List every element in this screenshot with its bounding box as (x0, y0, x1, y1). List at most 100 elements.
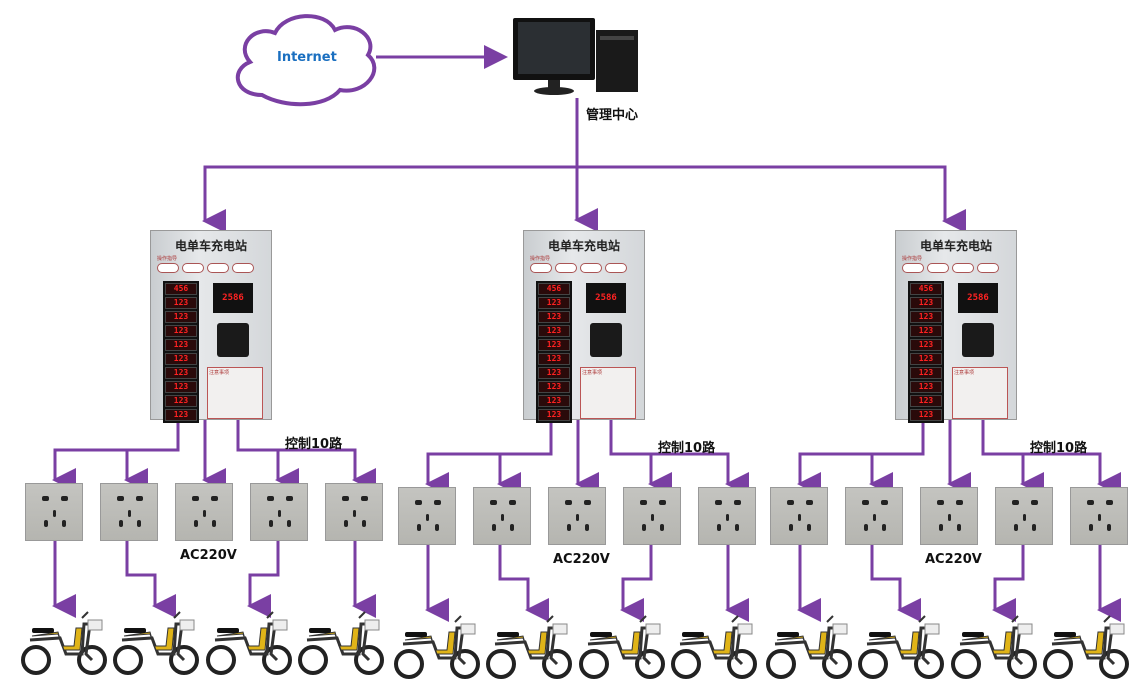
power-socket (473, 487, 531, 545)
operation-flow (530, 263, 627, 273)
socket-hole (434, 500, 441, 505)
electric-bike-icon (950, 614, 1038, 680)
notice-panel: 注意事项 (952, 367, 1008, 419)
socket-hole (651, 514, 654, 521)
socket-hole (128, 510, 131, 517)
wire (125, 541, 176, 618)
port-display: 123 (538, 325, 570, 337)
socket-hole (881, 500, 888, 505)
station-title: 电单车充电站 (174, 239, 247, 253)
socket-hole (939, 524, 943, 531)
wire (620, 545, 653, 622)
socket-hole (807, 524, 811, 531)
wire (609, 420, 749, 496)
port-display: 123 (165, 353, 197, 365)
flow-step (927, 263, 949, 273)
port-display: 123 (165, 395, 197, 407)
socket-hole (509, 500, 516, 505)
flow-step (977, 263, 999, 273)
socket-hole (1087, 500, 1094, 505)
station-title: 电单车充电站 (919, 239, 992, 253)
socket-hole (640, 500, 647, 505)
socket-hole (353, 510, 356, 517)
socket-hole (576, 514, 579, 521)
power-socket (25, 483, 83, 541)
socket-hole (956, 500, 963, 505)
meter-display: 2586 (958, 283, 998, 313)
socket-hole (501, 514, 504, 521)
socket-hole (862, 500, 869, 505)
socket-hole (361, 496, 368, 501)
flow-step (580, 263, 602, 273)
meter-display: 2586 (213, 283, 253, 313)
port-display: 123 (165, 325, 197, 337)
socket-hole (510, 524, 514, 531)
port-display: 123 (165, 381, 197, 393)
port-display: 123 (910, 367, 942, 379)
socket-hole (1031, 500, 1038, 505)
wire (870, 545, 921, 622)
electric-bike-icon (297, 610, 385, 676)
management-center-label: 管理中心 (586, 108, 639, 123)
socket-hole (212, 520, 216, 527)
operation-flow (157, 263, 254, 273)
socket-hole (734, 500, 741, 505)
power-socket (325, 483, 383, 541)
socket-hole (642, 524, 646, 531)
flow-step (952, 263, 974, 273)
port-display: 123 (165, 297, 197, 309)
flow-step (232, 263, 254, 273)
electric-bike-icon (20, 610, 108, 676)
socket-hole (492, 524, 496, 531)
socket-hole (882, 524, 886, 531)
socket-hole (278, 510, 281, 517)
socket-hole (362, 520, 366, 527)
port-display: 123 (165, 311, 197, 323)
socket-hole (1089, 524, 1093, 531)
wire (236, 420, 376, 492)
power-socket (100, 483, 158, 541)
socket-hole (660, 524, 664, 531)
port-display: 123 (165, 367, 197, 379)
port-display: 456 (910, 283, 942, 295)
electric-bike-icon (205, 610, 293, 676)
port-display: 123 (165, 339, 197, 351)
socket-hole (119, 520, 123, 527)
socket-hole (62, 520, 66, 527)
flow-step (530, 263, 552, 273)
steps-label: 操作指导 (530, 256, 551, 262)
card-reader-icon (590, 323, 622, 357)
socket-hole (342, 496, 349, 501)
socket-hole (584, 500, 591, 505)
socket-hole (937, 500, 944, 505)
socket-hole (194, 520, 198, 527)
socket-hole (117, 496, 124, 501)
power-socket (1070, 487, 1128, 545)
socket-hole (735, 524, 739, 531)
port-display: 123 (538, 395, 570, 407)
socket-hole (286, 496, 293, 501)
port-display: 123 (165, 409, 197, 421)
voltage-label: AC220V (180, 548, 237, 563)
socket-hole (717, 524, 721, 531)
socket-hole (53, 510, 56, 517)
port-display: 123 (910, 381, 942, 393)
socket-hole (287, 520, 291, 527)
socket-hole (211, 496, 218, 501)
internet-label: Internet (277, 50, 337, 65)
socket-hole (787, 500, 794, 505)
flow-step (555, 263, 577, 273)
socket-hole (567, 524, 571, 531)
socket-hole (44, 520, 48, 527)
socket-hole (344, 520, 348, 527)
wire (981, 420, 1121, 496)
port-display: 123 (910, 311, 942, 323)
steps-label: 操作指导 (902, 256, 923, 262)
control-label: 控制10路 (658, 441, 716, 456)
socket-hole (789, 524, 793, 531)
station-title: 电单车充电站 (547, 239, 620, 253)
notice-panel: 注意事项 (580, 367, 636, 419)
